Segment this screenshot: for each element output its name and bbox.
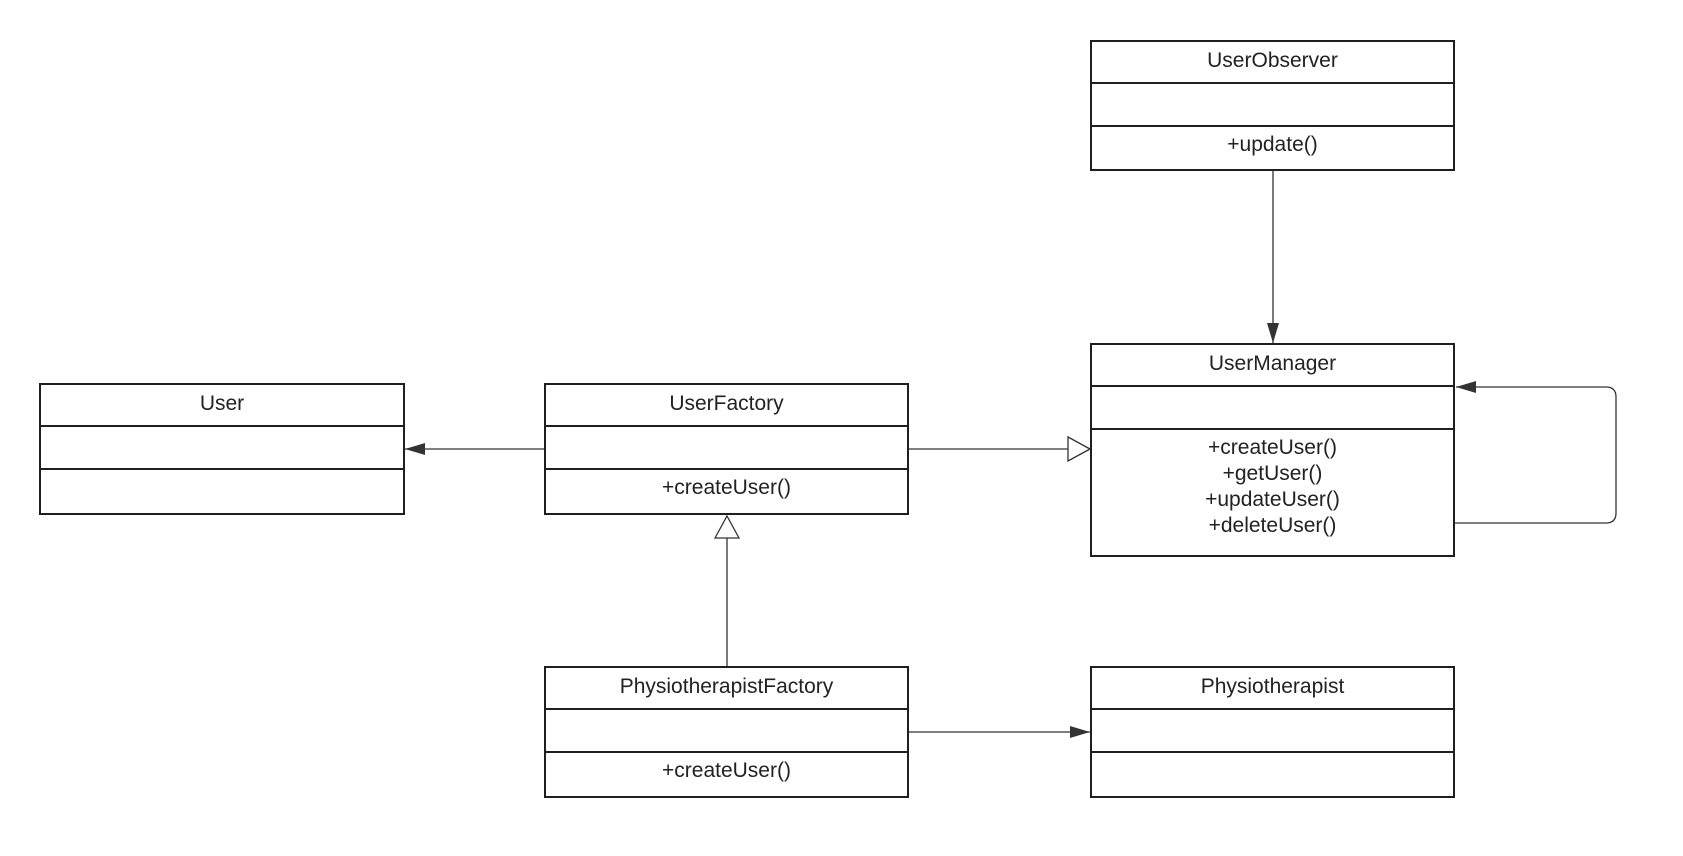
class-name: PhysiotherapistFactory bbox=[546, 668, 907, 710]
attributes-compartment bbox=[546, 710, 907, 753]
method: +createUser() bbox=[1208, 436, 1337, 459]
method: +createUser() bbox=[662, 476, 791, 499]
attributes-compartment bbox=[1092, 710, 1453, 753]
class-usermanager[interactable]: UserManager +createUser() +getUser() +up… bbox=[1090, 343, 1455, 557]
method: +createUser() bbox=[662, 759, 791, 782]
method: +deleteUser() bbox=[1208, 514, 1337, 537]
class-name: UserObserver bbox=[1092, 42, 1453, 84]
method: +update() bbox=[1227, 133, 1318, 156]
methods-compartment: +createUser() bbox=[546, 753, 907, 796]
method: +getUser() bbox=[1222, 462, 1323, 485]
attributes-compartment bbox=[1092, 84, 1453, 127]
class-name: UserFactory bbox=[546, 385, 907, 427]
class-name: UserManager bbox=[1092, 345, 1453, 387]
class-user[interactable]: User bbox=[39, 383, 405, 515]
class-physiotherapistfactory[interactable]: PhysiotherapistFactory +createUser() bbox=[544, 666, 909, 798]
class-name: User bbox=[41, 385, 403, 427]
attributes-compartment bbox=[41, 427, 403, 470]
methods-compartment bbox=[41, 470, 403, 513]
class-userobserver[interactable]: UserObserver +update() bbox=[1090, 40, 1455, 171]
methods-compartment: +createUser() bbox=[546, 470, 907, 513]
class-physiotherapist[interactable]: Physiotherapist bbox=[1090, 666, 1455, 798]
methods-compartment: +createUser() +getUser() +updateUser() +… bbox=[1092, 430, 1453, 555]
methods-compartment: +update() bbox=[1092, 127, 1453, 169]
class-name: Physiotherapist bbox=[1092, 668, 1453, 710]
attributes-compartment bbox=[546, 427, 907, 470]
attributes-compartment bbox=[1092, 387, 1453, 430]
method: +updateUser() bbox=[1205, 488, 1340, 511]
class-userfactory[interactable]: UserFactory +createUser() bbox=[544, 383, 909, 515]
self-association-usermanager bbox=[1455, 381, 1617, 524]
methods-compartment bbox=[1092, 753, 1453, 796]
